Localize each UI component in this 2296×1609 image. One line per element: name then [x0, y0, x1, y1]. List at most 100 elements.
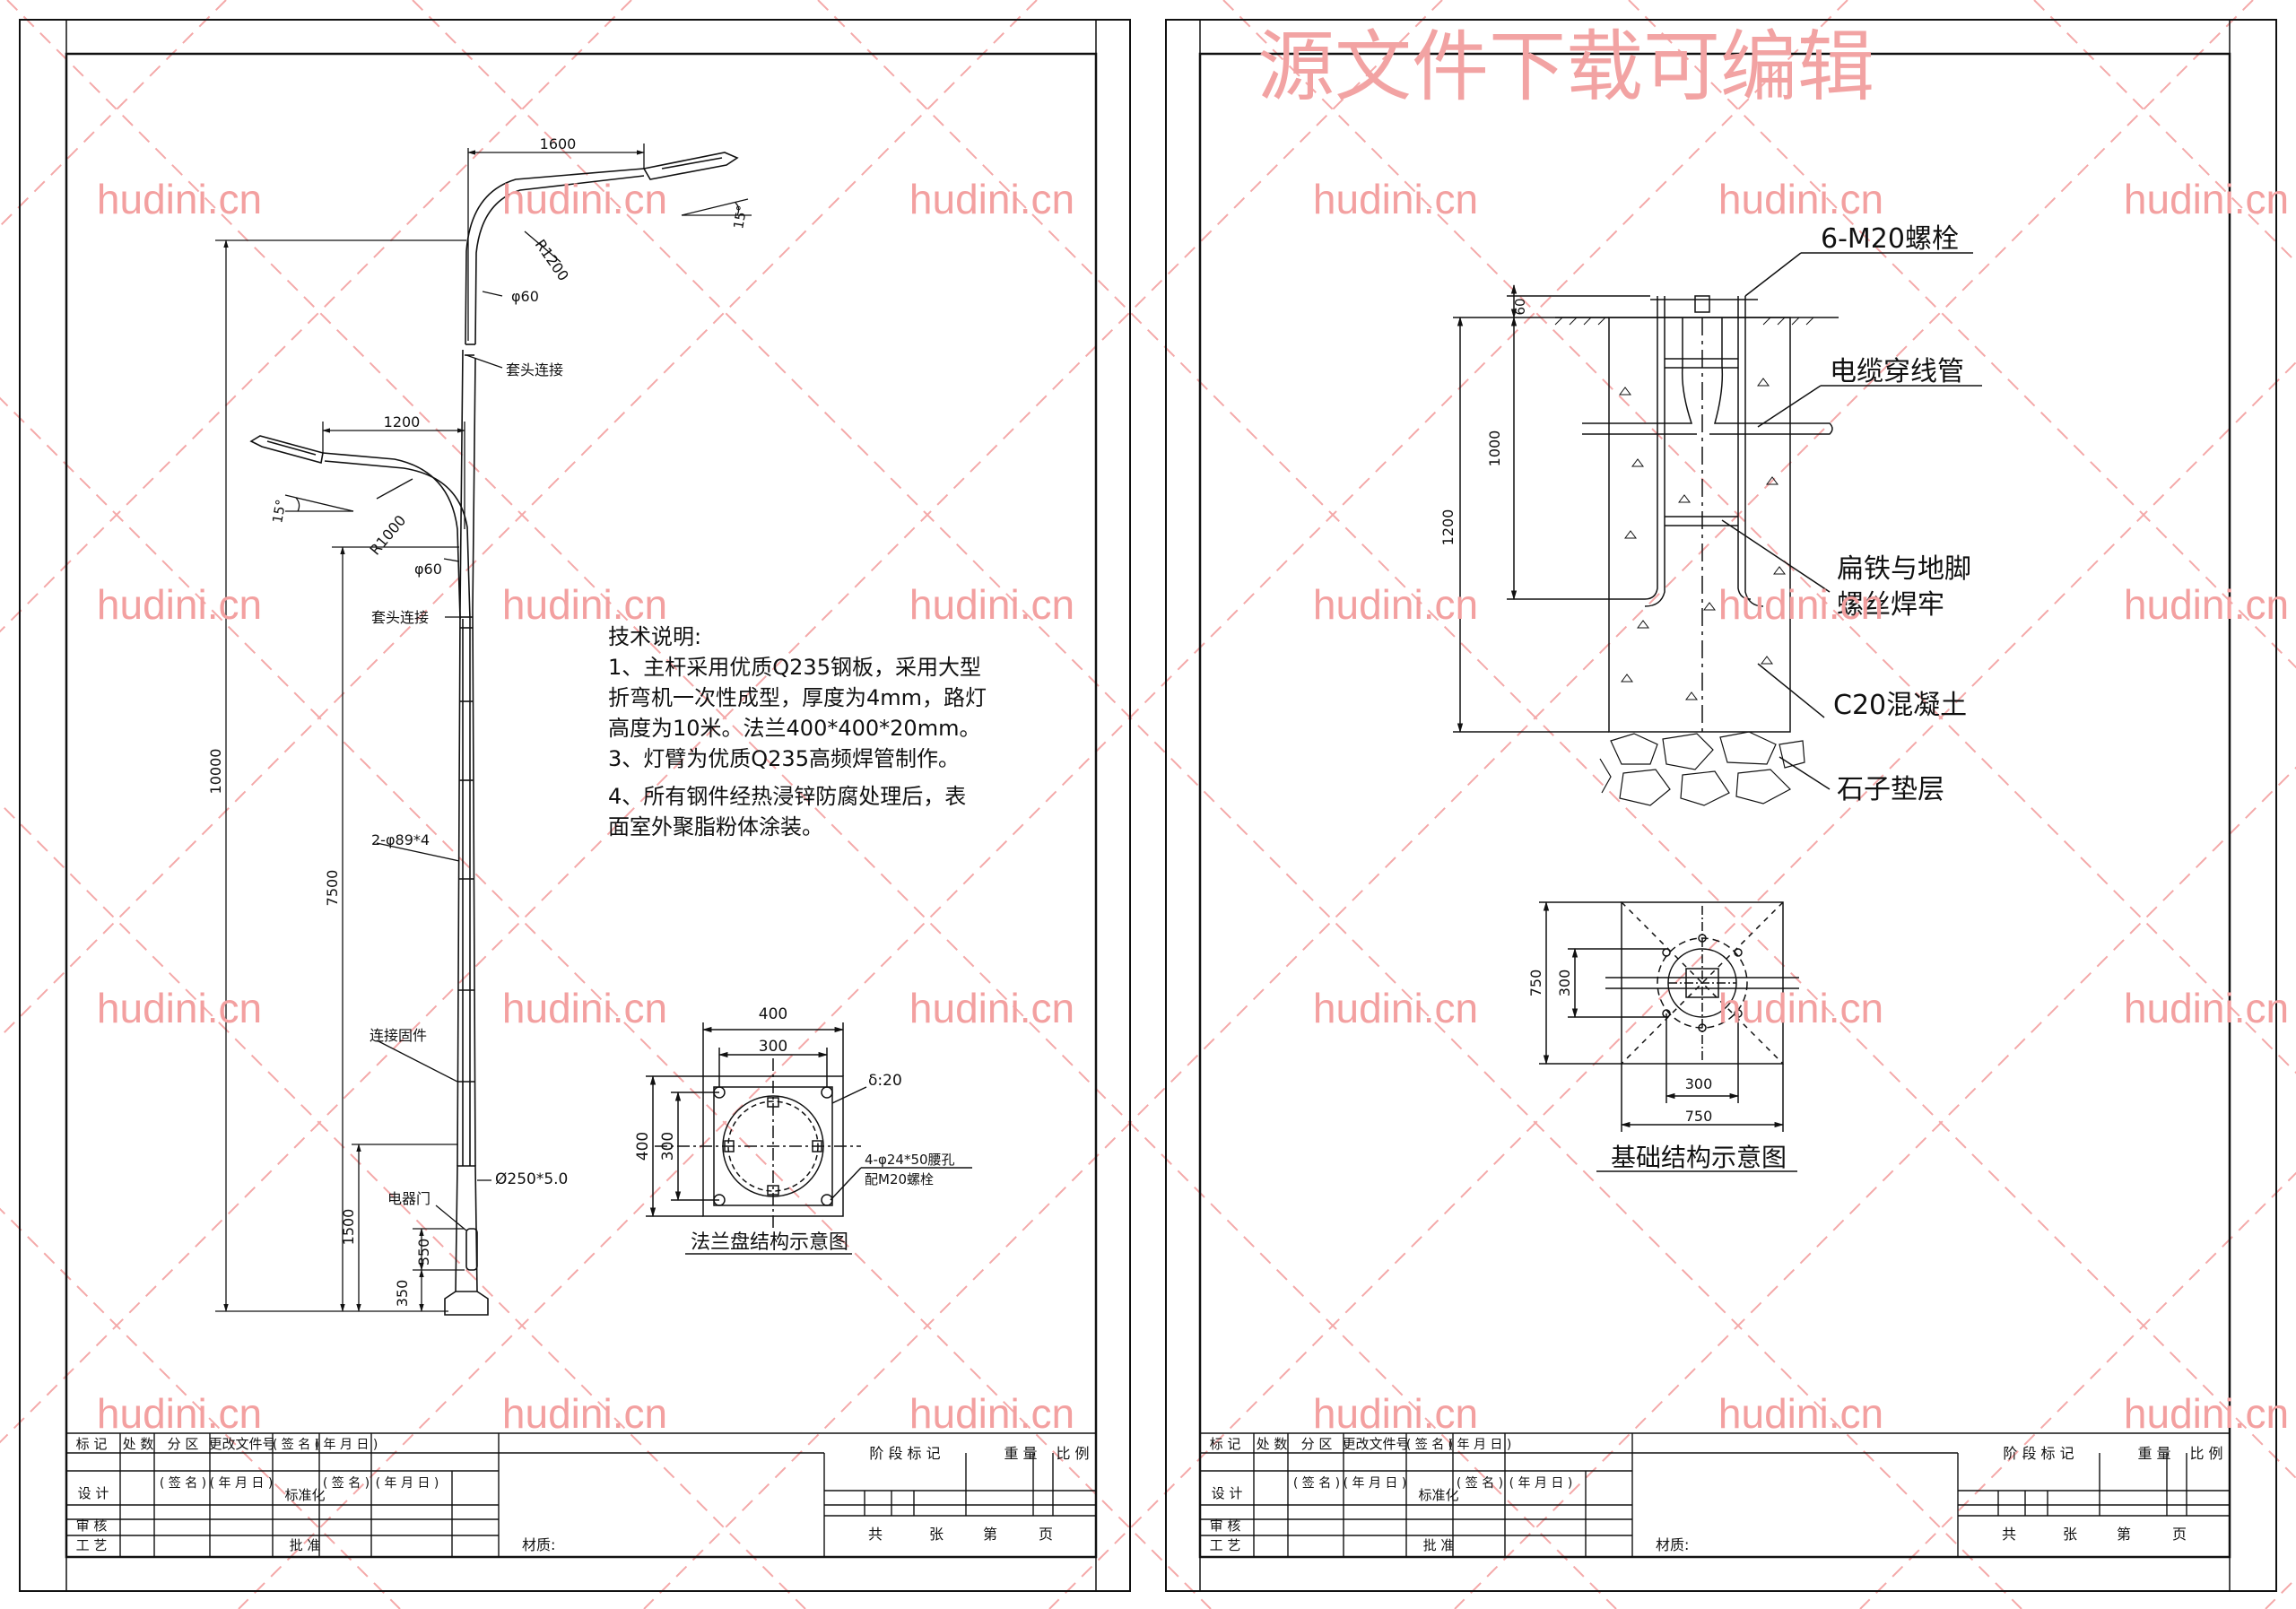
notes-line: 高度为10米。法兰400*400*20mm。: [608, 716, 980, 741]
flange-text: 400 300 400 300 δ:20 4-φ24*50腰孔 配M20螺栓 法…: [634, 1005, 955, 1254]
foundation-section: [1453, 252, 1982, 806]
flange-thickness: δ:20: [868, 1072, 902, 1090]
tb-count: 处 数: [1257, 1436, 1288, 1452]
pole-elevation: [249, 152, 739, 1316]
tb-stage-mark: 阶 段 标 记: [869, 1445, 940, 1462]
tb-change-doc: 更改文件号: [1342, 1436, 1409, 1452]
tb-approve: 批 准: [290, 1537, 321, 1553]
foundation-plan-text: 750 300 300 750 基础结构示意图: [1527, 970, 1787, 1172]
watermark-label: hudini.cn: [502, 581, 667, 628]
tb-scale: 比 例: [1056, 1445, 1089, 1462]
flange-bolts: 配M20螺栓: [865, 1171, 934, 1187]
tb-total: 共: [868, 1526, 883, 1543]
label-sleeve-lower: 套头连接: [371, 609, 429, 626]
tb-sign: ( 签 名 ): [273, 1437, 319, 1452]
flange-plan: [646, 1022, 972, 1255]
tb-change-doc: 更改文件号: [208, 1436, 275, 1452]
label-weld-2: 螺丝焊牢: [1837, 589, 1944, 621]
title-block-left: 标 记处 数分 区更改文件号( 签 名 )( 年 月 日 )设 计( 签 名 )…: [66, 1432, 1096, 1557]
watermark-banner: 源文件下载可编辑: [1257, 22, 1874, 112]
tb-sign: ( 签 名 ): [1406, 1437, 1453, 1452]
left-sheet-frame: [19, 19, 1131, 1592]
label-door: 电器门: [387, 1190, 430, 1207]
dim-upper-reach: 1600: [540, 135, 577, 152]
tb-date: ( 年 月 日 ): [1344, 1476, 1407, 1491]
dim-top: 60: [1512, 298, 1528, 315]
notes-line: 面室外聚脂粉体涂装。: [608, 814, 823, 839]
tb-page: 页: [2172, 1526, 2187, 1543]
title-block-right: 标 记处 数分 区更改文件号( 签 名 )( 年 月 日 )设 计( 签 名 )…: [1200, 1432, 2230, 1557]
dim-door-size: 350: [415, 1239, 432, 1266]
tb-page: 页: [1039, 1526, 1053, 1543]
watermark-label: hudini.cn: [2124, 1390, 2289, 1437]
plan-inner-v: 300: [1556, 970, 1573, 997]
plan-inner-h: 300: [1685, 1075, 1713, 1092]
watermark-label: hudini.cn: [97, 1390, 262, 1437]
flange-outer-dim: 400: [759, 1005, 787, 1023]
tb-date: ( 年 月 日 ): [376, 1476, 439, 1491]
tb-sheets: 张: [2063, 1526, 2077, 1543]
tb-approve: 批 准: [1423, 1537, 1455, 1553]
foundation-section-text: 6-M20螺栓 电缆穿线管 扁铁与地脚 螺丝焊牢 C20混凝土 石子垫层 60 …: [1439, 223, 1971, 805]
dim-lower-dia: φ60: [414, 561, 442, 578]
tb-sheets: 张: [929, 1526, 944, 1543]
tb-material: 材质:: [522, 1536, 555, 1553]
tb-zone: 分 区: [168, 1436, 199, 1452]
foundation-plan: [1539, 900, 1799, 1172]
plan-outer-h: 750: [1685, 1108, 1713, 1125]
watermark-label: hudini.cn: [502, 176, 667, 222]
watermark-label: hudini.cn: [1313, 985, 1478, 1031]
tb-page-no: 第: [983, 1526, 997, 1543]
foundation-caption: 基础结构示意图: [1611, 1143, 1787, 1172]
dim-upper-radius: R1200: [532, 236, 572, 283]
watermark-label: hudini.cn: [1718, 581, 1883, 628]
tb-scale: 比 例: [2189, 1445, 2222, 1462]
right-sheet-frame: [1165, 19, 2277, 1592]
tb-sign: ( 签 名 ): [1457, 1475, 1503, 1491]
dim-lower-radius: R1000: [367, 512, 410, 559]
watermark-label: hudini.cn: [1718, 1390, 1883, 1437]
watermark-label: hudini.cn: [2124, 985, 2289, 1031]
label-bolts: 6-M20螺栓: [1821, 223, 1959, 255]
dim-upper-angle: 15°: [730, 204, 750, 230]
notes-line: 1、主杆采用优质Q235钢板，采用大型: [608, 655, 981, 680]
tb-material: 材质:: [1656, 1536, 1689, 1553]
flange-caption: 法兰盘结构示意图: [691, 1231, 848, 1254]
tb-sign: ( 签 名 ): [160, 1475, 206, 1491]
dim-lower-reach: 1200: [384, 413, 421, 431]
dim-base-size: 350: [394, 1280, 411, 1308]
label-pipe-spec: 2-φ89*4: [371, 831, 430, 848]
label-conduit: 电缆穿线管: [1830, 356, 1964, 387]
tb-standard: 标准化: [1418, 1487, 1458, 1503]
tb-weight: 重 量: [1004, 1445, 1037, 1462]
tb-page-no: 第: [2117, 1526, 2131, 1543]
dim-base-tube: Ø250*5.0: [495, 1170, 568, 1188]
dim-secondary-height: 7500: [324, 870, 341, 907]
plan-outer-v: 750: [1527, 970, 1544, 997]
tb-design: 设 计: [1212, 1485, 1243, 1501]
watermark-label: hudini.cn: [1718, 176, 1883, 222]
notes-title: 技术说明:: [608, 624, 701, 649]
dim-depth: 1200: [1439, 509, 1457, 546]
flange-inner-dim-v: 300: [659, 1132, 677, 1161]
flange-holes: 4-φ24*50腰孔: [865, 1152, 955, 1168]
watermark-label: hudini.cn: [909, 985, 1074, 1031]
tb-sign: ( 签 名 ): [1293, 1475, 1340, 1491]
tb-standard: 标准化: [284, 1487, 325, 1503]
tb-date: ( 年 月 日 ): [1448, 1438, 1512, 1452]
pole-dimension-text: 1600 15° R1200 φ60 套头连接 1200 15° R1000 φ…: [207, 135, 751, 1307]
tb-zone: 分 区: [1301, 1436, 1333, 1452]
watermark-label: hudini.cn: [1718, 985, 1883, 1031]
dim-door-height: 1500: [340, 1209, 357, 1246]
watermark-label: hudini.cn: [2124, 176, 2289, 222]
dim-lower-angle: 15°: [269, 498, 289, 524]
dim-total-height: 10000: [207, 749, 224, 795]
technical-notes: 技术说明: 1、主杆采用优质Q235钢板，采用大型 折弯机一次性成型，厚度为4m…: [608, 624, 987, 839]
tb-review: 审 核: [1210, 1518, 1241, 1534]
tb-weight: 重 量: [2137, 1445, 2170, 1462]
label-weld-1: 扁铁与地脚: [1837, 553, 1971, 585]
tb-process: 工 艺: [76, 1537, 108, 1553]
watermark-label: hudini.cn: [909, 176, 1074, 222]
